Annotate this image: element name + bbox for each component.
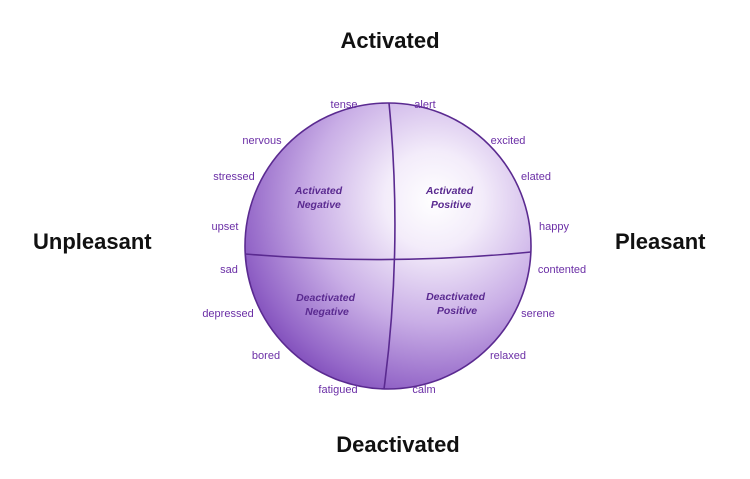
quadrant-activated-positive: Activated Positive [425, 185, 476, 211]
emotion-contented: contented [537, 264, 587, 276]
emotion-alert: alert [414, 99, 436, 111]
axis-label-unpleasant: Unpleasant [33, 229, 152, 254]
emotion-stressed: stressed [213, 171, 255, 183]
emotion-upset: upset [211, 221, 239, 233]
emotion-serene: serene [521, 308, 555, 320]
emotion-relaxed: relaxed [489, 350, 527, 362]
vertical-meridian [383, 102, 396, 390]
emotion-calm: calm [412, 384, 436, 396]
emotion-elated: elated [521, 171, 551, 183]
sphere-body [244, 102, 532, 390]
horizontal-equator [244, 251, 532, 261]
emotion-bored: bored [251, 350, 281, 362]
emotion-sad: sad [220, 264, 238, 276]
axis-label-deactivated: Deactivated [336, 432, 460, 457]
emotion-fatigued: fatigued [318, 384, 358, 396]
emotion-nervous: nervous [242, 135, 282, 147]
quadrant-deactivated-negative: Deactivated Negative [296, 292, 358, 318]
emotion-happy: happy [539, 221, 569, 233]
axis-label-activated: Activated [340, 28, 440, 53]
emotion-tense: tense [330, 99, 358, 111]
quadrant-activated-negative: Activated Negative [294, 185, 345, 211]
axis-label-pleasant: Pleasant [615, 229, 706, 254]
emotion-depressed: depressed [202, 308, 254, 320]
emotion-excited: excited [490, 135, 526, 147]
quadrant-deactivated-positive: Deactivated Positive [426, 291, 488, 317]
